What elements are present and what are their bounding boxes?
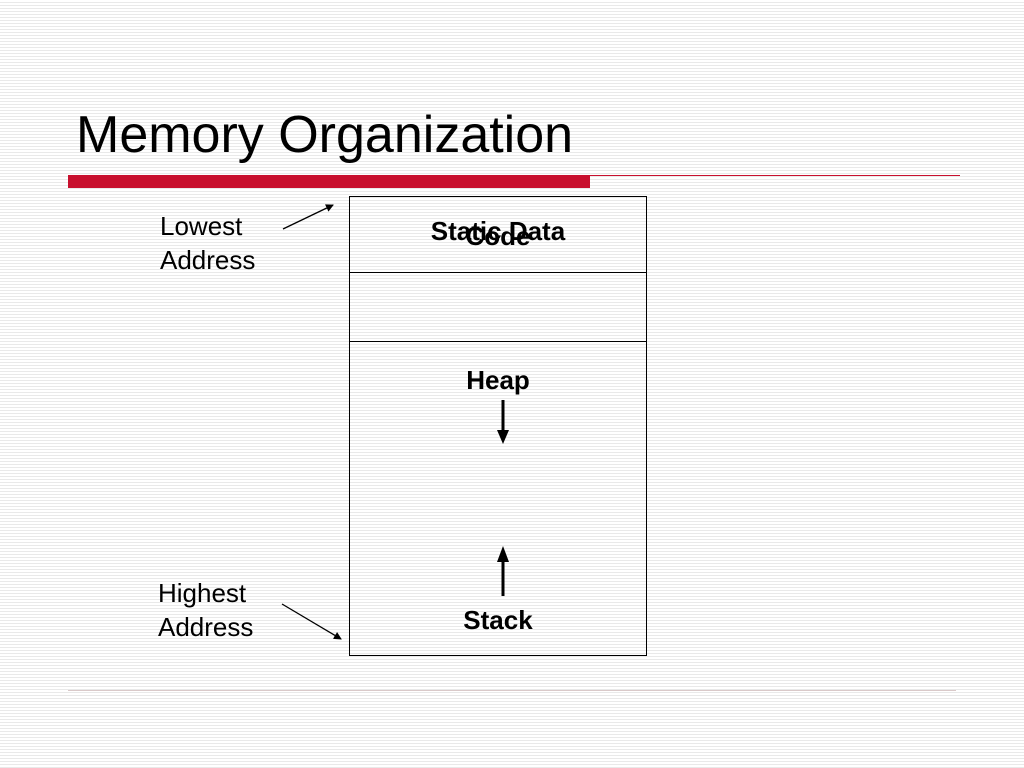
title-underline-rule	[590, 175, 960, 176]
title-underline-accent	[68, 175, 590, 188]
code-segment-label: Code	[465, 221, 531, 251]
highest-address-line1: Highest	[158, 578, 247, 608]
highest-address-line2: Address	[158, 612, 254, 642]
stack-growth-arrow-icon	[497, 546, 509, 596]
footer-divider	[68, 690, 956, 691]
lowest-address-label: Lowest Address	[160, 209, 255, 277]
memory-layout-box: Code Static Data Heap Stack	[349, 196, 647, 656]
code-segment	[350, 197, 646, 273]
lowest-address-arrow-icon	[282, 204, 334, 230]
lowest-address-line1: Lowest	[160, 211, 243, 241]
slide-title: Memory Organization	[76, 106, 574, 164]
heap-growth-arrow-icon	[497, 400, 509, 444]
static-data-segment-label: Static Data	[430, 216, 566, 246]
heap-segment-label: Heap	[466, 365, 530, 395]
highest-address-label: Highest Address	[158, 576, 253, 644]
highest-address-arrow-icon	[281, 603, 342, 640]
lowest-address-line2: Address	[160, 245, 256, 275]
static-data-segment	[350, 273, 646, 342]
stack-segment-label: Stack	[463, 605, 533, 635]
